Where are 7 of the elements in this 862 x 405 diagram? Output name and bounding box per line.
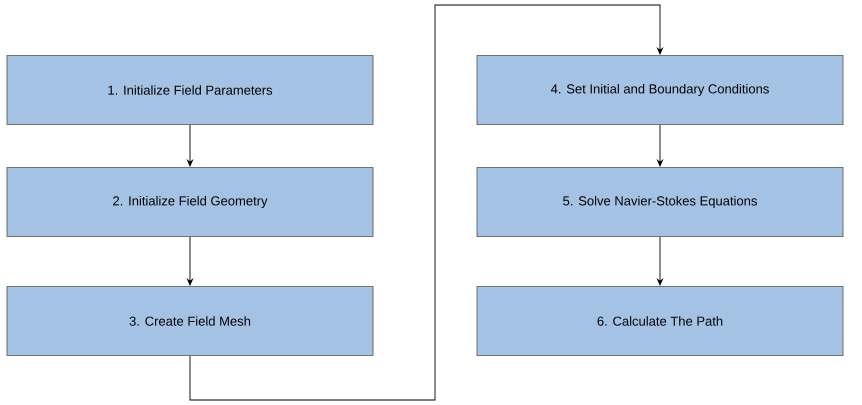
process-box: 6. Calculate The Path <box>476 286 844 356</box>
process-box: 5. Solve Navier-Stokes Equations <box>476 167 844 237</box>
process-box: 4. Set Initial and Boundary Conditions <box>476 55 844 125</box>
process-box: 2. Initialize Field Geometry <box>6 167 374 237</box>
arrow <box>190 4 664 400</box>
process-box: 1. Initialize Field Parameters <box>6 55 374 125</box>
process-box: 3. Create Field Mesh <box>6 286 374 356</box>
